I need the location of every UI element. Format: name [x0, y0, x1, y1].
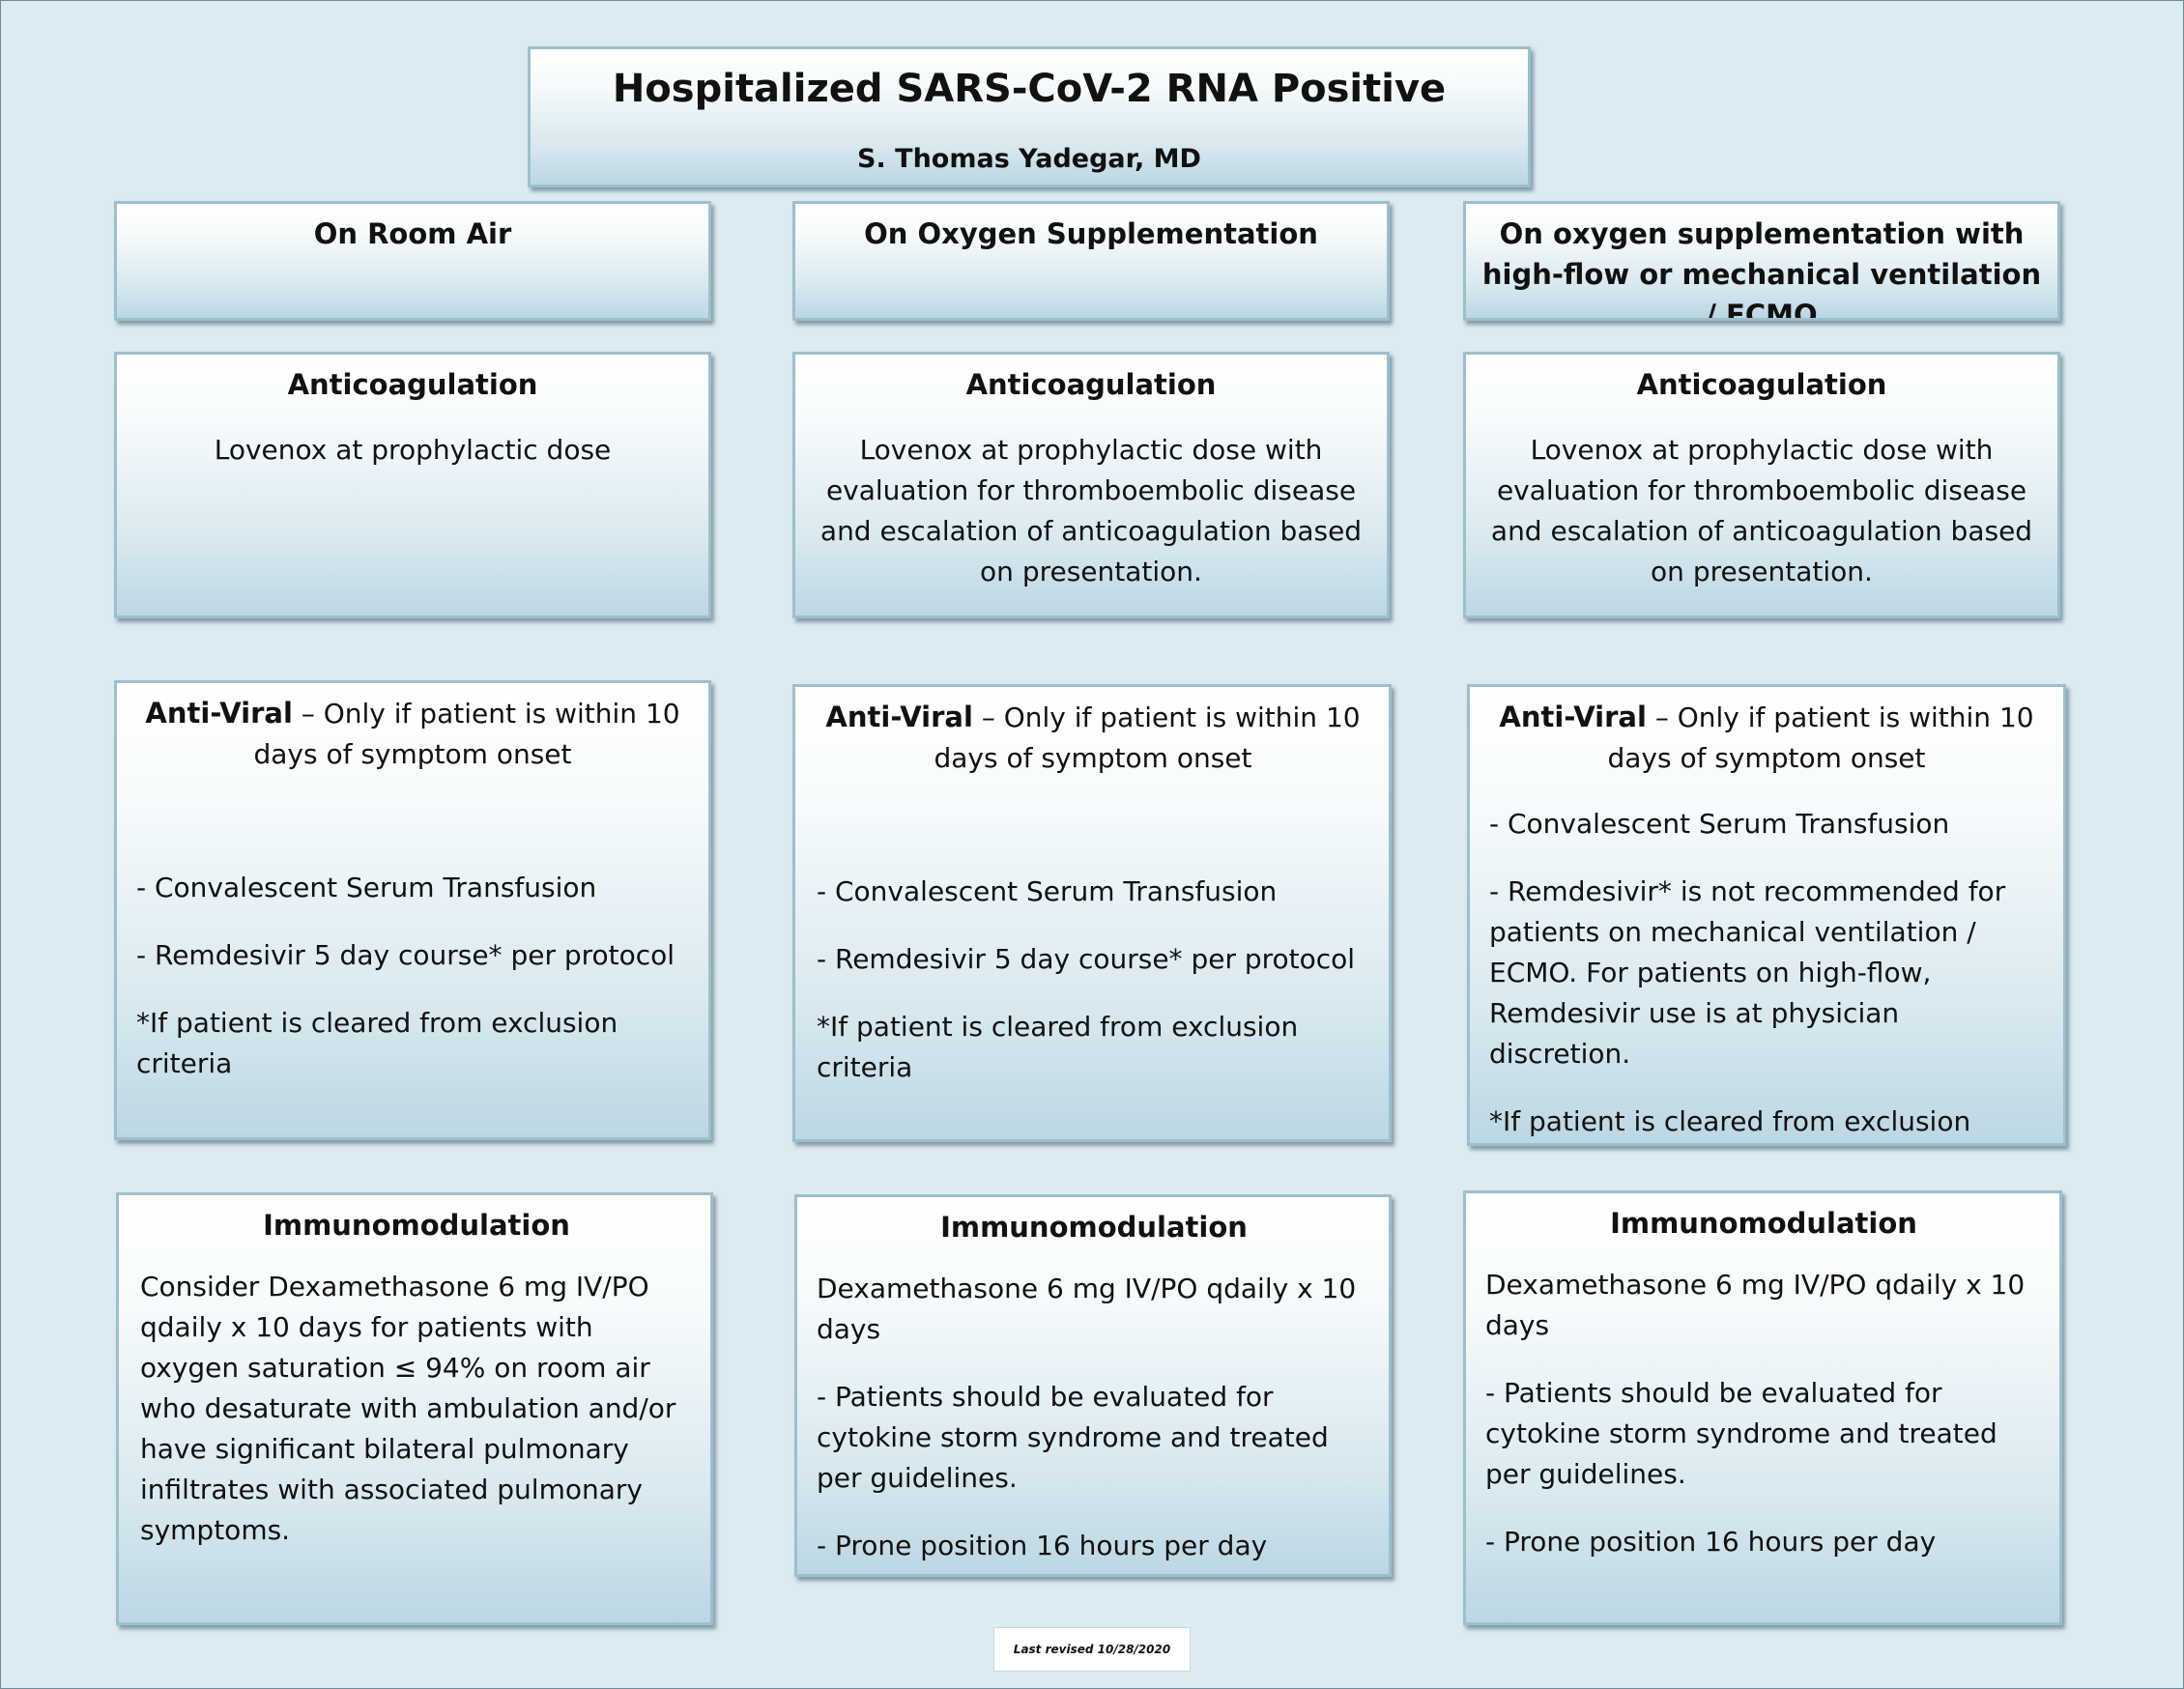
anticoagulation-heading: Anticoagulation: [965, 368, 1217, 401]
author: S. Thomas Yadegar, MD: [857, 144, 1201, 174]
title-box: Hospitalized SARS-CoV-2 RNA Positive S. …: [528, 46, 1531, 187]
antiviral-intro: Anti-Viral – Only if patient is within 1…: [1489, 697, 2044, 779]
anticoagulation-text: Lovenox at prophylactic dose with evalua…: [1490, 434, 2033, 587]
page-title: Hospitalized SARS-CoV-2 RNA Positive: [612, 67, 1447, 111]
column-header-room-air: On Room Air: [114, 201, 711, 321]
anticoagulation-box-oxygen: Anticoagulation Lovenox at prophylactic …: [792, 352, 1390, 618]
immunomodulation-item: - Patients should be evaluated for cytok…: [1485, 1377, 1997, 1490]
antiviral-item: - Remdesivir 5 day course* per protocol: [136, 939, 675, 971]
antiviral-box-high-flow: Anti-Viral – Only if patient is within 1…: [1467, 684, 2066, 1146]
immunomodulation-box-room-air: Immunomodulation Consider Dexamethasone …: [116, 1192, 713, 1625]
immunomodulation-item: Dexamethasone 6 mg IV/PO qdaily x 10 day…: [817, 1273, 1357, 1345]
antiviral-item: - Convalescent Serum Transfusion: [136, 872, 597, 903]
antiviral-footnote: *If patient is cleared from exclusion cr…: [136, 1007, 618, 1079]
column-header-oxygen: On Oxygen Supplementation: [792, 201, 1390, 321]
antiviral-item: - Remdesivir* is not recommended for pat…: [1489, 875, 2006, 1070]
immunomodulation-heading: Immunomodulation: [263, 1209, 570, 1242]
immunomodulation-item: - Prone position 16 hours per day: [817, 1530, 1268, 1561]
anticoagulation-heading: Anticoagulation: [287, 368, 538, 401]
antiviral-condition: – Only if patient is within 10 days of s…: [934, 701, 1361, 774]
anticoagulation-heading: Anticoagulation: [1636, 368, 1887, 401]
column-header-label: On oxygen supplementation with high-flow…: [1481, 217, 2042, 321]
immunomodulation-heading: Immunomodulation: [940, 1211, 1248, 1244]
antiviral-item: - Remdesivir 5 day course* per protocol: [817, 943, 1356, 975]
antiviral-box-room-air: Anti-Viral – Only if patient is within 1…: [114, 680, 711, 1140]
immunomodulation-item: - Patients should be evaluated for cytok…: [817, 1381, 1329, 1494]
immunomodulation-heading: Immunomodulation: [1610, 1207, 1917, 1240]
anticoagulation-text: Lovenox at prophylactic dose: [214, 434, 612, 466]
anticoagulation-box-room-air: Anticoagulation Lovenox at prophylactic …: [114, 352, 711, 618]
column-header-label: On Oxygen Supplementation: [864, 217, 1318, 250]
antiviral-heading: Anti-Viral: [1499, 701, 1647, 733]
antiviral-heading: Anti-Viral: [825, 701, 973, 733]
immunomodulation-item: Dexamethasone 6 mg IV/PO qdaily x 10 day…: [1485, 1269, 2026, 1341]
antiviral-condition: – Only if patient is within 10 days of s…: [253, 698, 680, 770]
anticoagulation-text: Lovenox at prophylactic dose with evalua…: [819, 434, 1363, 587]
immunomodulation-item: Consider Dexamethasone 6 mg IV/PO qdaily…: [140, 1271, 676, 1546]
antiviral-intro: Anti-Viral – Only if patient is within 1…: [136, 693, 689, 775]
antiviral-condition: – Only if patient is within 10 days of s…: [1607, 701, 2034, 774]
antiviral-item: - Convalescent Serum Transfusion: [1489, 808, 1950, 840]
immunomodulation-box-oxygen: Immunomodulation Dexamethasone 6 mg IV/P…: [794, 1194, 1392, 1577]
antiviral-item: - Convalescent Serum Transfusion: [817, 875, 1278, 907]
immunomodulation-box-high-flow: Immunomodulation Dexamethasone 6 mg IV/P…: [1463, 1190, 2062, 1625]
antiviral-intro: Anti-Viral – Only if patient is within 1…: [817, 697, 1369, 779]
antiviral-footnote: *If patient is cleared from exclusion cr…: [817, 1011, 1299, 1083]
anticoagulation-box-high-flow: Anticoagulation Lovenox at prophylactic …: [1463, 352, 2060, 618]
column-header-high-flow: On oxygen supplementation with high-flow…: [1463, 201, 2060, 321]
immunomodulation-item: - Prone position 16 hours per day: [1485, 1526, 1937, 1558]
antiviral-heading: Anti-Viral: [145, 697, 293, 730]
column-header-label: On Room Air: [313, 217, 512, 250]
antiviral-box-oxygen: Anti-Viral – Only if patient is within 1…: [792, 684, 1392, 1142]
antiviral-footnote: *If patient is cleared from exclusion cr…: [1489, 1105, 1971, 1137]
last-revised-note: Last revised 10/28/2020: [993, 1627, 1191, 1672]
